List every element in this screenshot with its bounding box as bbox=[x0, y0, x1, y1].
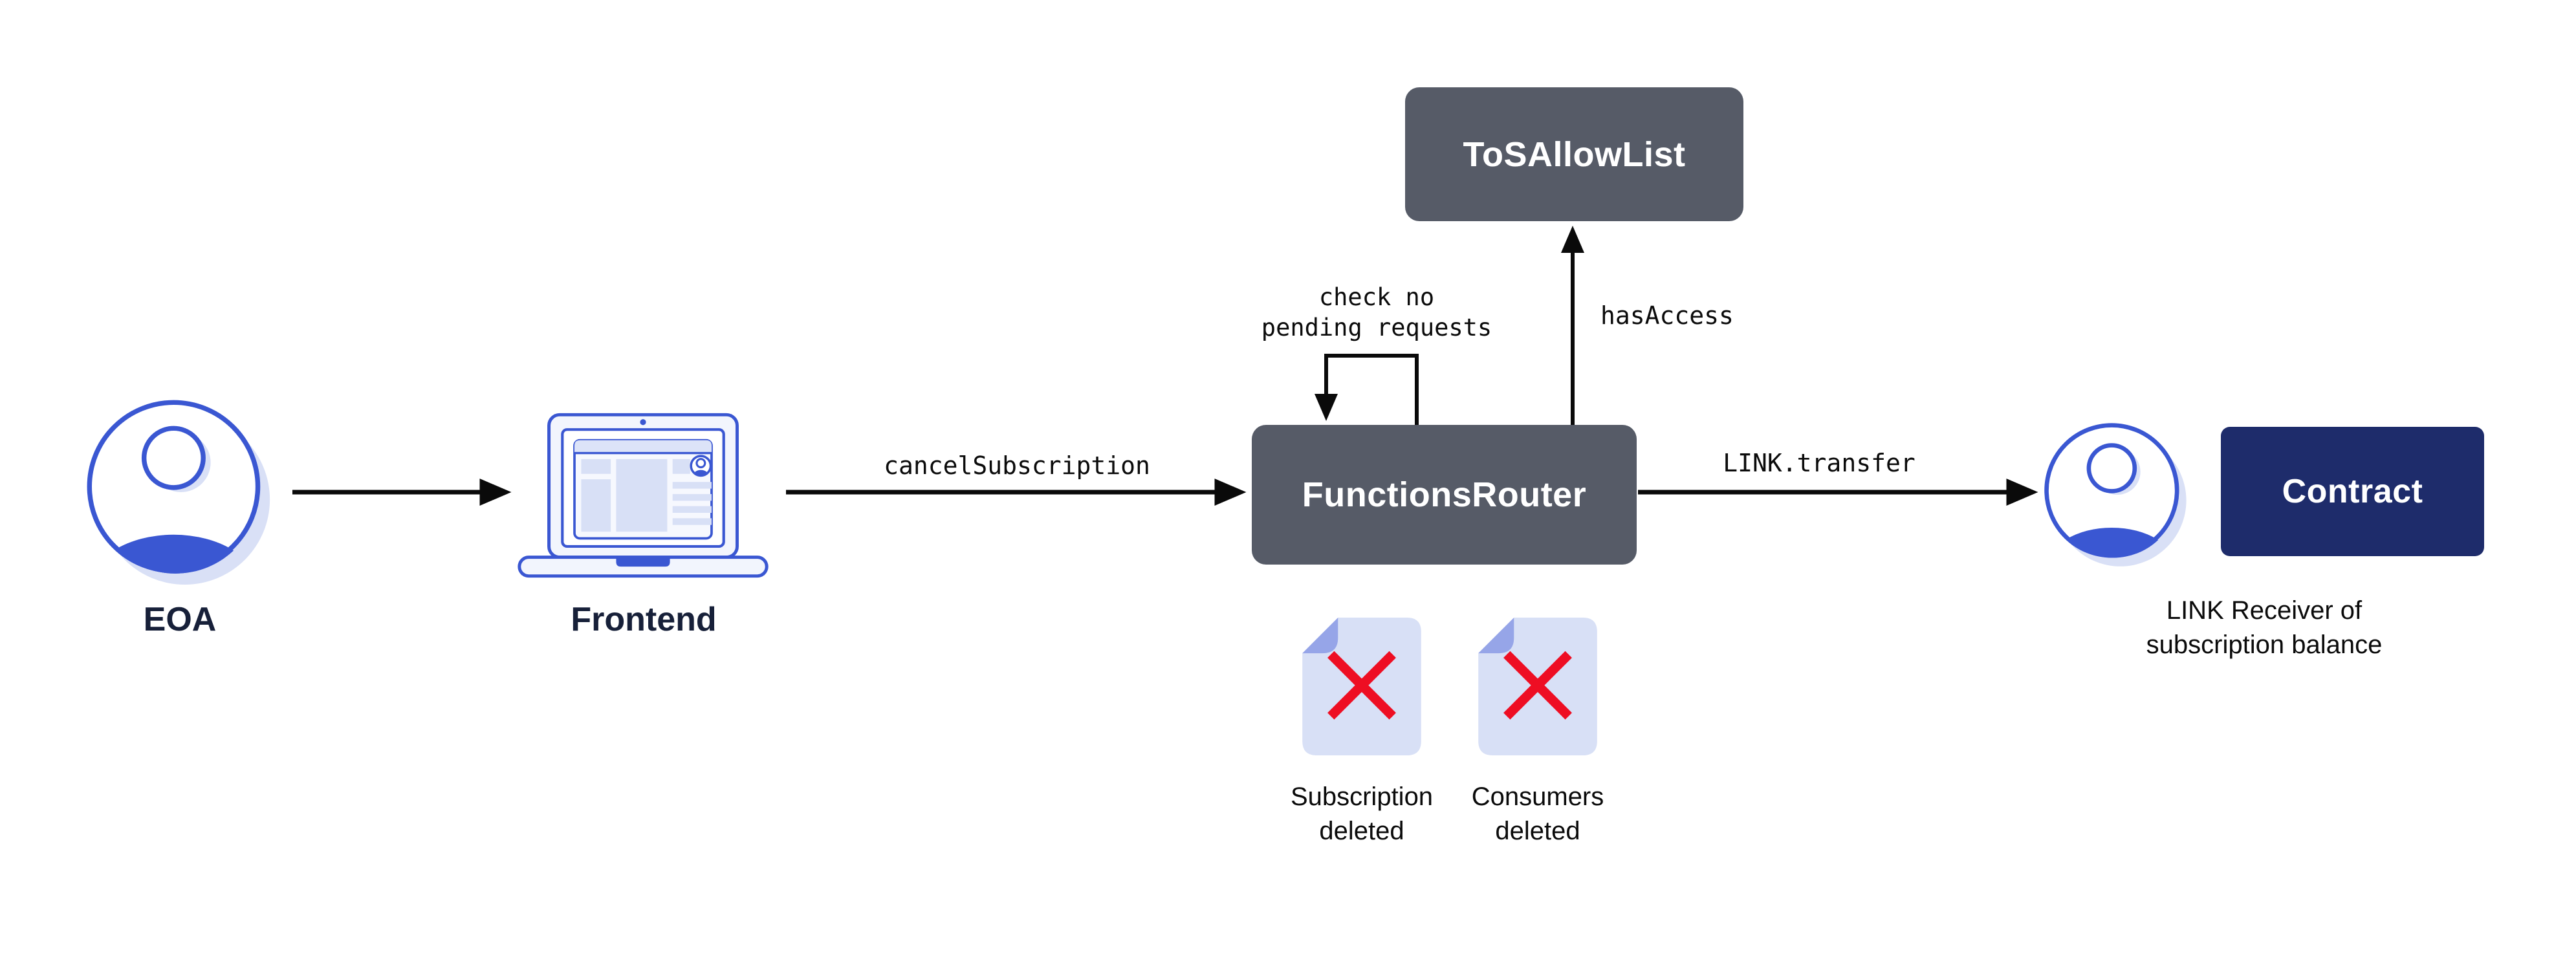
contract-box: Contract bbox=[2221, 427, 2484, 556]
check-no-pending-requests-label: check no pending requests bbox=[1261, 283, 1492, 341]
frontend-laptop-icon bbox=[508, 409, 778, 581]
tos-allow-list-label: ToSAllowList bbox=[1463, 135, 1686, 174]
doc-consumers-deleted-icon bbox=[1478, 618, 1597, 755]
receiver-avatar-icon bbox=[2044, 422, 2188, 568]
arrow-self-loop bbox=[1315, 354, 1419, 425]
tos-allow-list-box: ToSAllowList bbox=[1405, 87, 1743, 221]
consumers-deleted-label: Consumers deleted bbox=[1471, 783, 1604, 845]
receiver-caption: LINK Receiver of subscription balance bbox=[2146, 596, 2383, 659]
link-transfer-label: LINK.transfer bbox=[1723, 449, 1916, 477]
has-access-label: hasAccess bbox=[1600, 301, 1734, 330]
eoa-avatar-icon bbox=[87, 398, 272, 587]
red-x-icon bbox=[1327, 651, 1396, 720]
frontend-label: Frontend bbox=[571, 601, 717, 638]
subscription-deleted-label: Subscription deleted bbox=[1290, 783, 1434, 845]
contract-label: Contract bbox=[2282, 473, 2423, 510]
functions-router-box: FunctionsRouter bbox=[1252, 425, 1637, 565]
cancel-subscription-label: cancelSubscription bbox=[884, 451, 1150, 480]
red-x-icon bbox=[1503, 651, 1572, 720]
functions-router-label: FunctionsRouter bbox=[1302, 475, 1587, 514]
eoa-label: EOA bbox=[143, 601, 217, 638]
doc-subscription-deleted-icon bbox=[1302, 618, 1421, 755]
